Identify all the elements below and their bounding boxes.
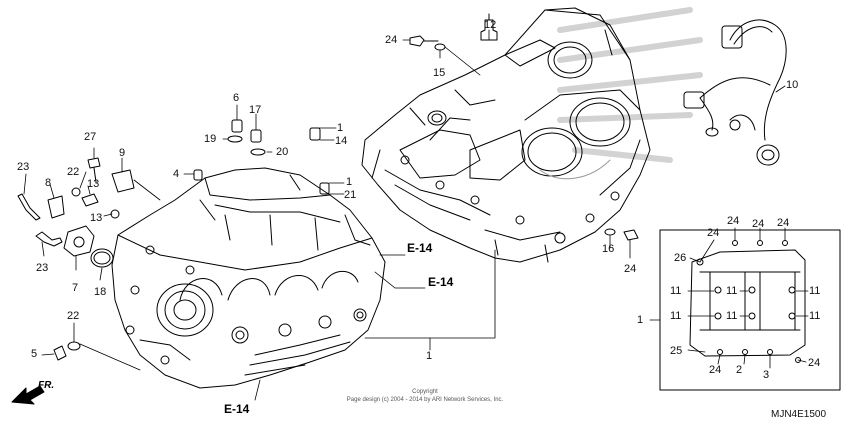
callout-18: 20 <box>276 146 289 158</box>
callout-24-inset-h: 24 <box>808 357 821 369</box>
callout-10: 13 <box>87 178 100 190</box>
callout-17: 19 <box>204 133 217 145</box>
callout-25: 25 <box>670 345 683 357</box>
callout-13-top: 15 <box>433 67 446 79</box>
lower-crankcase <box>111 167 386 389</box>
reference-e14-upper[interactable]: E-14 <box>407 241 433 255</box>
callout-24-inset-e: 24 <box>709 364 722 376</box>
callout-1-inset: 1 <box>637 314 644 326</box>
callout-8: 10 <box>786 79 799 91</box>
callout-1-main: 1 <box>426 350 433 362</box>
upper-crankcase <box>361 7 651 263</box>
honda-wing-watermark <box>557 7 703 163</box>
front-label: FR. <box>38 380 55 391</box>
callout-15: 17 <box>249 104 262 116</box>
callout-2: 4 <box>173 168 180 180</box>
callout-14: 14 <box>335 135 348 147</box>
callout-20: 22 <box>67 310 80 322</box>
front-arrow <box>11 385 45 405</box>
callout-23-upper: 23 <box>17 161 30 173</box>
callout-5: 7 <box>72 282 79 294</box>
copyright-line-2: Page design (c) 2004 - 2014 by ARI Netwo… <box>346 397 504 403</box>
diagram-code: MJN4E1500 <box>771 409 827 420</box>
callout-12: 13 <box>90 212 103 224</box>
callout-1-b: 1 <box>346 176 353 188</box>
small-parts <box>17 13 639 361</box>
reference-e14-middle[interactable]: E-14 <box>428 275 454 289</box>
callout-11-d: 11 <box>726 310 738 322</box>
callout-11-c: 11 <box>726 285 738 297</box>
wire-harness <box>683 19 787 166</box>
callout-11-f: 11 <box>809 310 821 322</box>
callout-23-lower: 23 <box>36 262 49 274</box>
callout-24-inset-d: 24 <box>777 217 790 229</box>
callout-24-inset-g: 3 <box>763 369 770 381</box>
callout-1-a: 1 <box>337 122 344 134</box>
copyright-line-1: Copyright <box>412 389 438 395</box>
callout-24-inset-f: 2 <box>736 364 743 376</box>
callout-6: 8 <box>45 177 52 189</box>
callout-7: 9 <box>119 147 126 159</box>
callout-27: 27 <box>84 131 97 143</box>
callout-21: 21 <box>344 189 357 201</box>
callout-24-inset-b: 24 <box>727 215 740 227</box>
callout-19: 22 <box>67 166 80 178</box>
reference-e14-lower[interactable]: E-14 <box>224 402 250 416</box>
callout-22-top: 24 <box>385 34 398 46</box>
leader-lines <box>23 29 809 401</box>
callout-16: 18 <box>94 286 107 298</box>
callout-11-e: 11 <box>809 285 821 297</box>
callout-22-right: 24 <box>624 263 637 275</box>
callout-24-inset-a: 24 <box>707 227 720 239</box>
callout-11-b: 11 <box>670 310 682 322</box>
callout-26: 26 <box>674 252 687 264</box>
callout-9: 12 <box>484 19 497 31</box>
callout-3: 5 <box>31 348 38 360</box>
callout-24-inset-c: 24 <box>752 218 765 230</box>
callout-4: 6 <box>233 92 240 104</box>
callout-11-a: 11 <box>670 285 682 297</box>
callout-13-right: 16 <box>602 243 615 255</box>
inset-box <box>659 229 841 391</box>
